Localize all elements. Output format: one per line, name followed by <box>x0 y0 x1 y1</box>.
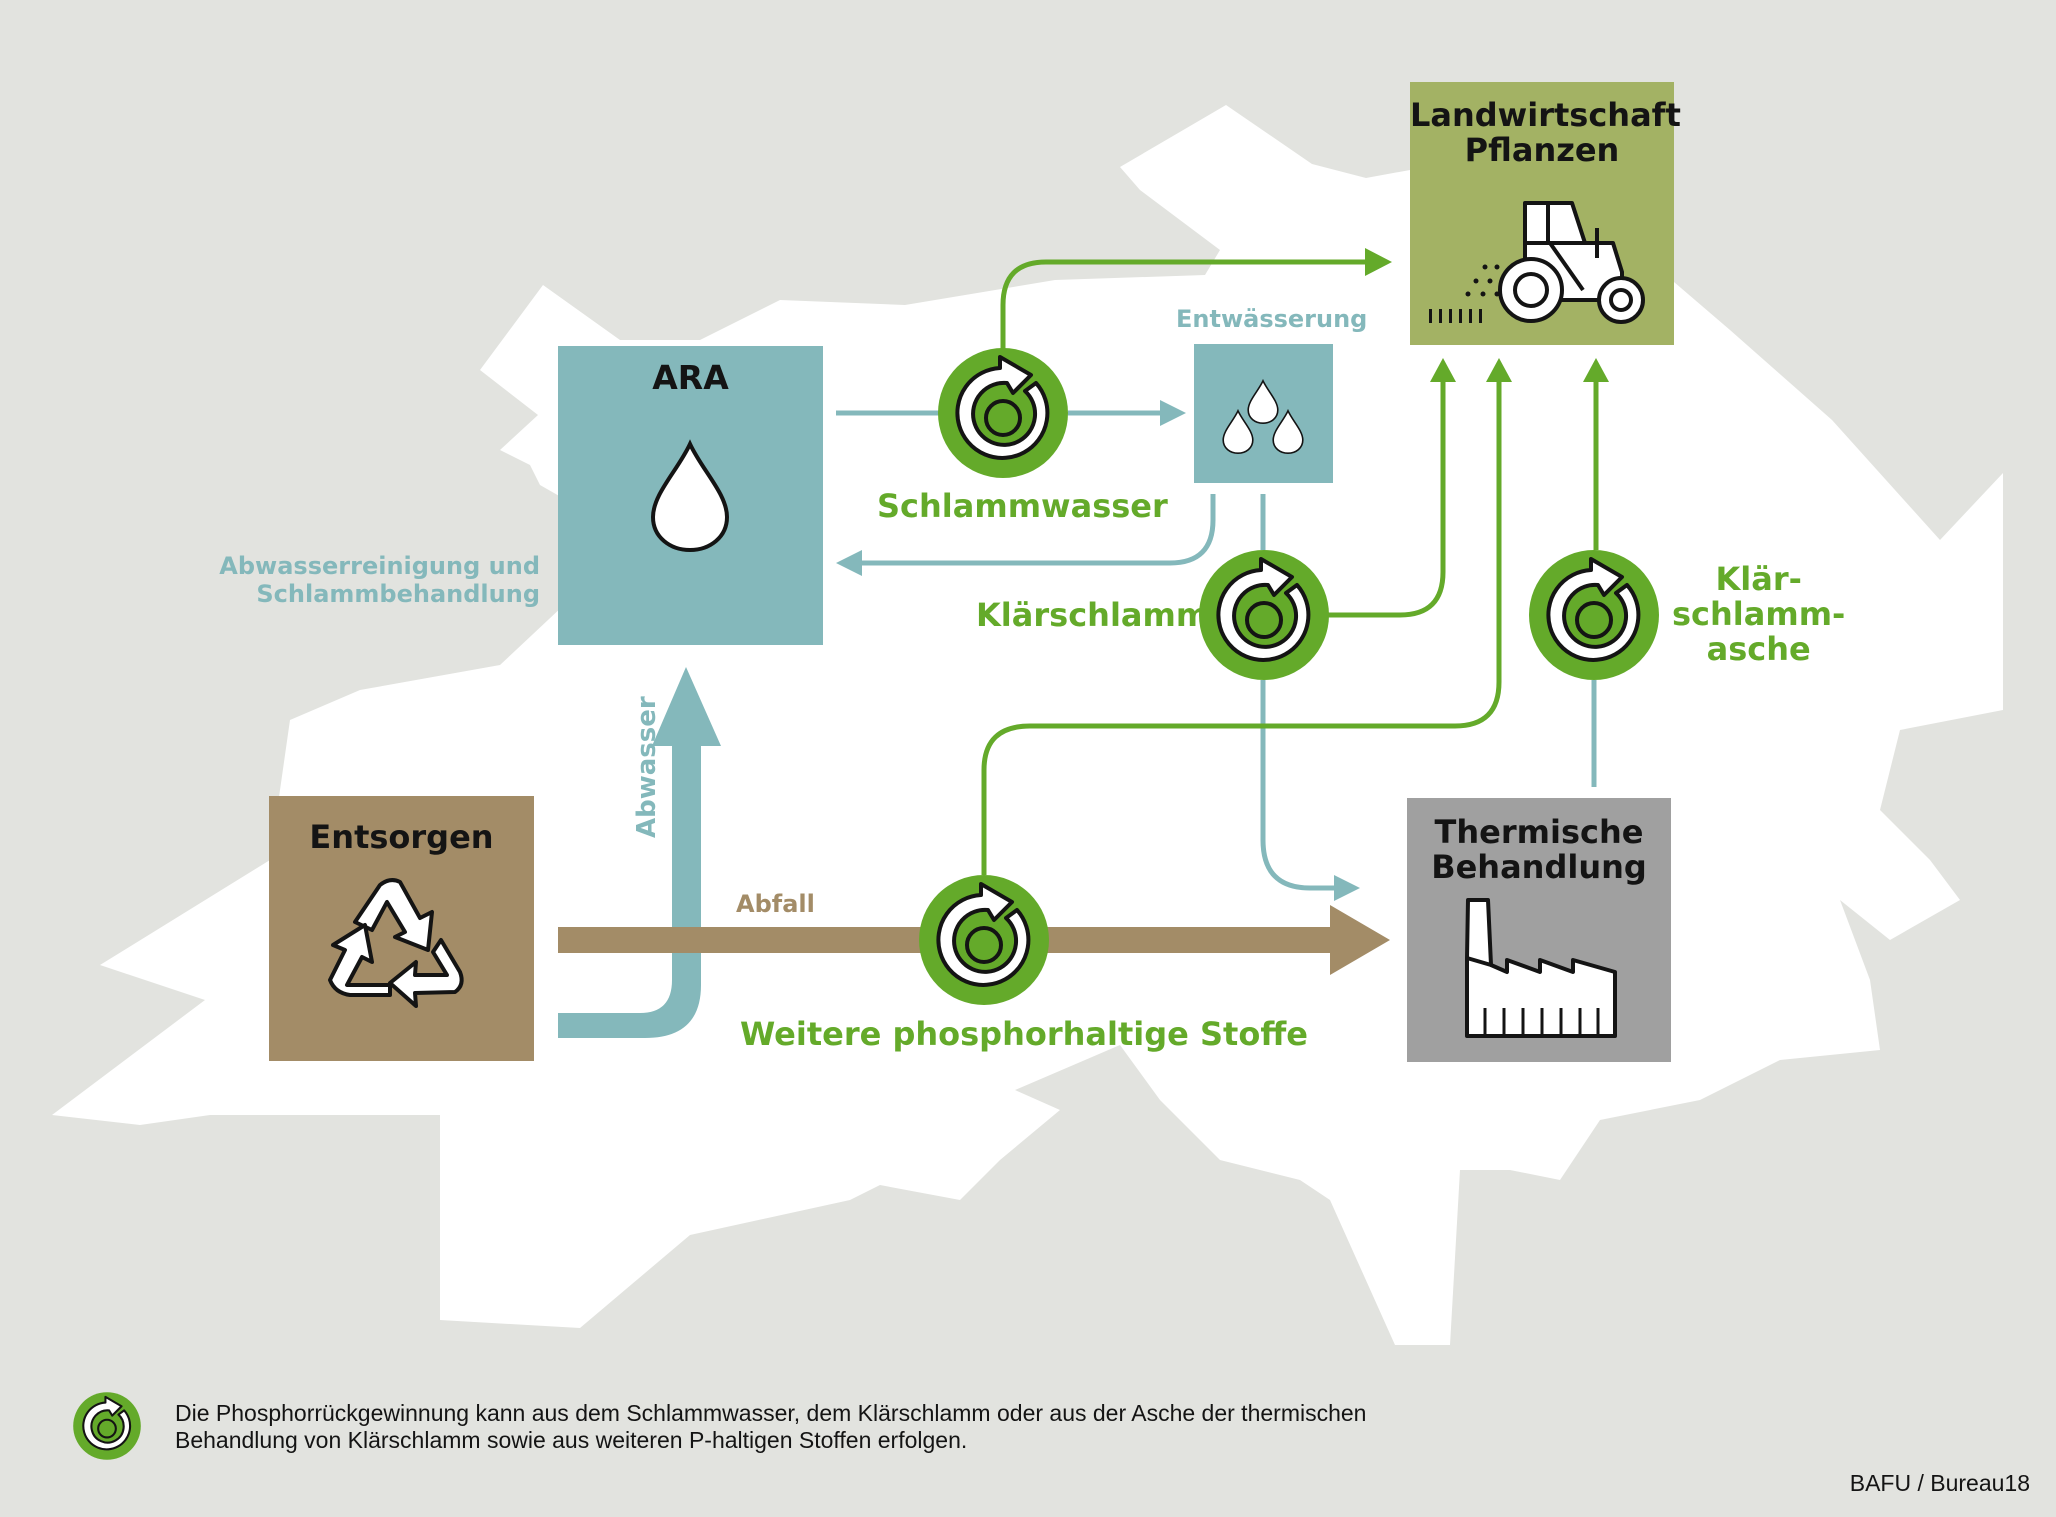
schlammwasser-to-landwirtschaft-line <box>1000 259 1365 350</box>
thermische-title-line: Behandlung <box>1431 847 1647 886</box>
recovery-icon-klaerschlamm <box>1197 548 1331 682</box>
klaerschlammasche-label: Klär- schlamm- asche <box>1672 560 1846 669</box>
factory-icon <box>1465 898 1617 1038</box>
thermische-title: Thermische Behandlung <box>1407 815 1671 884</box>
abfall-label: Abfall <box>736 890 815 918</box>
legend-text-line: Behandlung von Klärschlamm sowie aus wei… <box>175 1426 968 1453</box>
abwasser-label: Abwasser <box>632 696 662 838</box>
recovery-icon-schlammwasser <box>936 346 1070 480</box>
klaerschlammasche-line: asche <box>1706 630 1811 669</box>
green-flows <box>981 259 1599 875</box>
recycle-icon <box>328 878 464 1008</box>
arrowhead <box>1334 875 1360 901</box>
klaerschlammasche-line: schlamm- <box>1672 595 1846 634</box>
klaerschlamm-to-thermische-line <box>1260 680 1340 891</box>
weitere-to-landwirtschaft-line <box>981 380 1502 875</box>
entwaesserung-title: Entwässerung <box>1176 305 1368 333</box>
arrowhead <box>1365 248 1392 276</box>
ara-caption-line: Abwasserreinigung und <box>219 552 540 580</box>
landwirtschaft-title-line: Pflanzen <box>1464 130 1620 169</box>
arrowhead <box>1583 358 1609 382</box>
ara-title: ARA <box>652 358 729 397</box>
thermische-title-line: Thermische <box>1434 813 1644 851</box>
klaerschlamm-label: Klärschlamm <box>976 596 1210 634</box>
recovery-icon-weitere <box>917 873 1051 1007</box>
recovery-icon-klaerschlammasche <box>1527 548 1661 682</box>
ara-caption-line: Schlammbehandlung <box>256 579 540 608</box>
landwirtschaft-title-line: Landwirtschaft <box>1410 96 1681 134</box>
phosphorus-recovery-icon <box>72 1391 142 1461</box>
arrowhead <box>836 550 862 576</box>
klaerschlamm-to-landwirtschaft-line <box>1328 380 1446 618</box>
entsorgen-title: Entsorgen <box>309 818 494 856</box>
weitere-label: Weitere phosphorhaltige Stoffe <box>740 1015 1308 1053</box>
landwirtschaft-title: Landwirtschaft Pflanzen <box>1410 96 1681 169</box>
arrowhead <box>1486 358 1512 382</box>
legend-text-line: Die Phosphorrückgewinnung kann aus dem S… <box>175 1400 1367 1426</box>
arrowhead <box>1160 400 1186 426</box>
legend-text: Die Phosphorrückgewinnung kann aus dem S… <box>175 1400 1366 1454</box>
schlammwasser-label: Schlammwasser <box>877 487 1168 525</box>
teal-flows <box>836 410 1597 891</box>
ara-caption: Abwasserreinigung und Schlammbehandlung <box>219 552 540 608</box>
credit: BAFU / Bureau18 <box>1849 1470 2030 1496</box>
tractor-icon <box>1429 201 1645 324</box>
entwaesserung-return-line <box>860 494 1216 566</box>
arrowhead <box>1430 358 1456 382</box>
klaerschlammasche-line: Klär- <box>1715 560 1802 598</box>
